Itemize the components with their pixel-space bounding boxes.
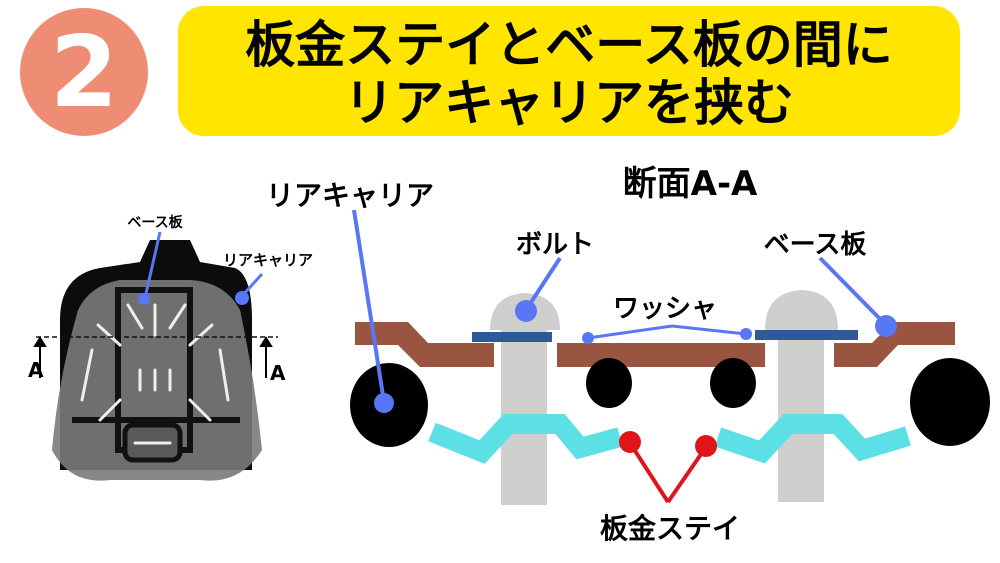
rear-carrier-marker-section — [374, 393, 394, 413]
step-number: 2 — [50, 16, 118, 130]
label-rear-carrier: リアキャリア — [266, 179, 434, 212]
label-sheet-metal-stay: 板金ステイ — [600, 512, 740, 545]
carrier-tube-inner-right — [710, 358, 756, 408]
label-base-plate: ベース板 — [764, 230, 867, 260]
section-mark-left: A — [28, 358, 44, 382]
title-line-1: 板金ステイとベース板の間に — [245, 16, 893, 74]
washer-marker-left — [582, 332, 594, 344]
washer-marker-right — [740, 328, 752, 340]
title-banner — [178, 6, 960, 136]
label-bolt: ボルト — [516, 230, 594, 260]
photo-label-base-plate: ベース板 — [127, 214, 183, 231]
bolt-head-right — [765, 290, 838, 330]
base-plate-marker — [138, 293, 150, 305]
step-badge: 2 — [14, 2, 154, 142]
base-plate-marker-section — [875, 315, 897, 337]
carrier-photo: A A ベース板 リアキャリア — [28, 214, 313, 481]
step-badge-circle — [20, 8, 148, 136]
washer-left — [472, 332, 552, 342]
carrier-tube-inner-left — [586, 358, 632, 408]
sheet-metal-stay-left — [428, 414, 623, 464]
stay-marker-left — [619, 431, 641, 453]
stay-marker-right — [695, 435, 717, 457]
sheet-metal-stay-right — [714, 414, 911, 464]
section-mark-right: A — [270, 361, 286, 385]
title-line-2: リアキャリアを挟む — [344, 74, 794, 132]
photo-label-rear-carrier: リアキャリア — [223, 251, 313, 269]
bolt-marker — [515, 300, 537, 322]
carrier-tube-right — [910, 358, 990, 446]
label-washer: ワッシャ — [613, 294, 717, 324]
section-title: 断面A-A — [623, 164, 758, 204]
washer-right — [755, 330, 858, 340]
rear-carrier-marker — [235, 291, 249, 305]
